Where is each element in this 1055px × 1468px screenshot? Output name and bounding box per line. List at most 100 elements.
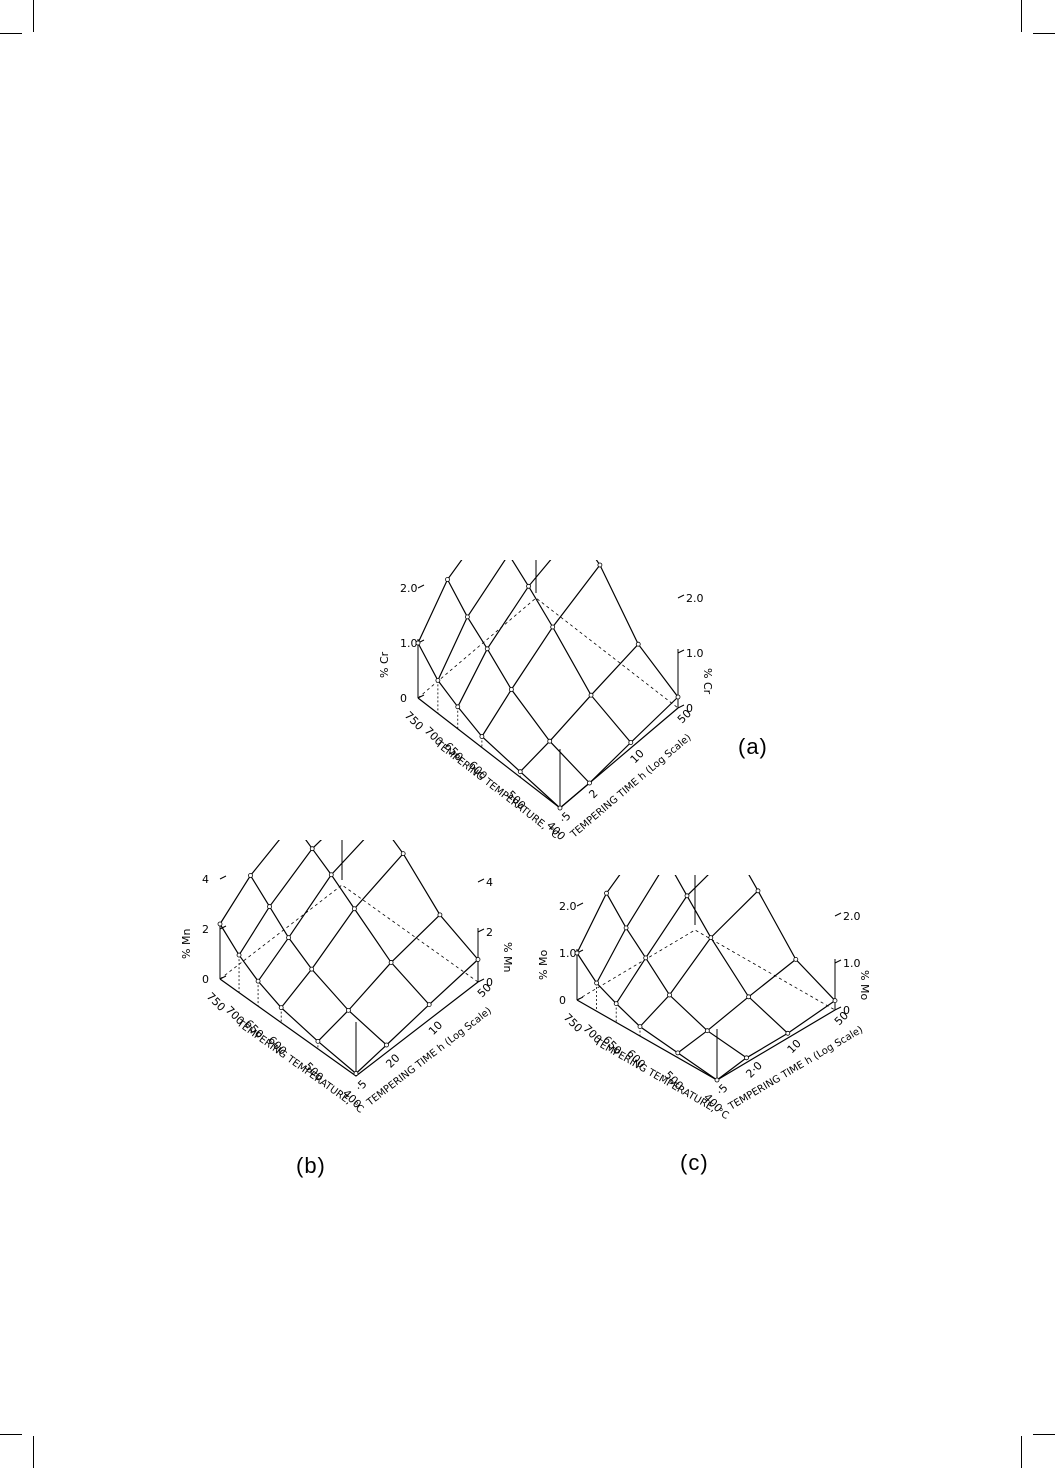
surface-line-time-2 (488, 522, 632, 743)
data-point (286, 935, 291, 941)
data-point (309, 966, 315, 972)
data-point (643, 955, 649, 961)
data-point (484, 646, 490, 652)
z-tick-label: 2 (202, 923, 209, 936)
surface-line-temp-700 (596, 818, 715, 984)
crop-mark-bottom-left-h (0, 1434, 22, 1435)
panel-label-c: (c) (680, 1150, 709, 1175)
z-tick-label-right: 1.0 (843, 957, 861, 970)
time-axis-title: TEMPERING TIME h (Log Scale) (364, 1006, 494, 1109)
z-tick-label: 2.0 (559, 900, 577, 913)
data-point (793, 957, 799, 962)
data-point (704, 1028, 710, 1034)
time-tick-label: ·5 (557, 810, 574, 827)
data-point (353, 1071, 359, 1076)
z-tick-label-right: 3.0 (843, 875, 861, 876)
z-tick (219, 975, 227, 980)
surface-line-temp-600 (639, 890, 759, 1028)
z-axis-label-left: % Cr (378, 651, 391, 678)
z-tick (834, 912, 842, 917)
surface-line-temp-700 (437, 502, 557, 681)
z-tick-label-right: 0 (486, 976, 493, 989)
data-point (708, 935, 714, 940)
surface-line-temp-750 (219, 779, 343, 925)
data-point (613, 1001, 619, 1007)
data-point (675, 1050, 681, 1056)
z-tick-label-right: 2 (486, 926, 493, 939)
surface-line-time-3 (535, 476, 679, 698)
crop-mark-top-left-h (0, 33, 22, 34)
surface-line-time-2 (647, 835, 789, 1034)
data-point (597, 562, 603, 568)
crop-mark-top-right-h (1033, 33, 1055, 34)
data-point (400, 851, 406, 857)
surface-line-temp-650 (257, 821, 381, 982)
surface-line-temp-400 (355, 959, 479, 1074)
data-point (667, 992, 672, 998)
time-tick-label: ·5 (714, 1082, 731, 1099)
data-point (278, 1005, 284, 1011)
data-point (328, 872, 334, 878)
z-tick (477, 978, 485, 983)
data-point (464, 614, 470, 620)
surface-line-time-1 (249, 875, 387, 1046)
data-point (574, 950, 580, 956)
surface-line-temp-600 (481, 564, 601, 737)
surface-chart-b: 66442200% Mn% Mn6 % Mn750700650600500400… (180, 727, 514, 1116)
surface-line-time-3 (694, 797, 836, 1002)
time-tick-label: 10 (426, 1019, 445, 1038)
time-tick-label: 10 (785, 1037, 804, 1056)
z-axis-label-left: % Mn (180, 929, 193, 959)
z-tick-label: 1.0 (559, 947, 577, 960)
data-point (388, 960, 394, 965)
surface-line-time-0 (219, 923, 357, 1074)
z-tick (576, 902, 584, 907)
surface-line-temp-400 (559, 696, 679, 809)
crop-mark-bottom-left-v (33, 1436, 34, 1468)
temp-axis-title: TEMPERING TEMPERATURE, °C (432, 738, 560, 841)
base-back-edge (219, 884, 479, 983)
data-point (637, 1024, 643, 1030)
temp-tick-label: 750 (402, 709, 426, 733)
data-point (217, 921, 223, 927)
data-point (623, 925, 629, 931)
chart-panel-c: 3.03.02.02.01.01.000% Mo% Mo3.0 % Mo7507… (535, 781, 875, 1125)
data-point (475, 957, 481, 962)
z-axis-label-right: % Mn (501, 942, 514, 972)
z-tick-label-right: 2.0 (843, 910, 861, 923)
z-tick (219, 875, 227, 880)
z-tick-label: 2.0 (400, 582, 418, 595)
z-tick-label-right: 4 (486, 876, 493, 889)
data-point (594, 980, 599, 986)
z-axis-label-left: % Mo (537, 950, 550, 980)
data-point (508, 687, 514, 692)
z-tick-label-right: 2.0 (686, 592, 704, 605)
data-point (635, 641, 641, 647)
time-tick-label: ·5 (353, 1078, 370, 1095)
z-tick (677, 649, 685, 654)
data-point (517, 769, 523, 775)
z-tick-label-right: 0 (686, 702, 693, 715)
temp-axis-title: TEMPERING TEMPERATURE, °C (234, 1018, 366, 1116)
surface-line-time-2 (292, 822, 430, 1006)
data-point (746, 994, 752, 1000)
data-point (479, 734, 485, 739)
surface-line-temp-750 (576, 797, 696, 954)
surface-line-temp-500 (677, 958, 797, 1054)
z-tick (677, 704, 685, 709)
data-point (587, 780, 592, 786)
time-tick-label: 2 (586, 787, 600, 801)
z-tick (219, 925, 227, 930)
z-tick-label: 4 (202, 873, 209, 886)
panel-label-a: (a) (738, 734, 768, 759)
z-tick-label: 1.0 (400, 637, 418, 650)
data-point (744, 1055, 749, 1061)
data-point (526, 583, 531, 589)
z-tick-label-right: 0 (843, 1004, 850, 1017)
time-tick-label: 10 (628, 747, 647, 766)
surface-chart-c: 3.03.02.02.01.01.000% Mo% Mo3.0 % Mo7507… (537, 781, 871, 1122)
data-point (315, 1038, 321, 1044)
data-point (435, 678, 441, 683)
data-point (588, 692, 594, 698)
data-point (437, 912, 443, 918)
